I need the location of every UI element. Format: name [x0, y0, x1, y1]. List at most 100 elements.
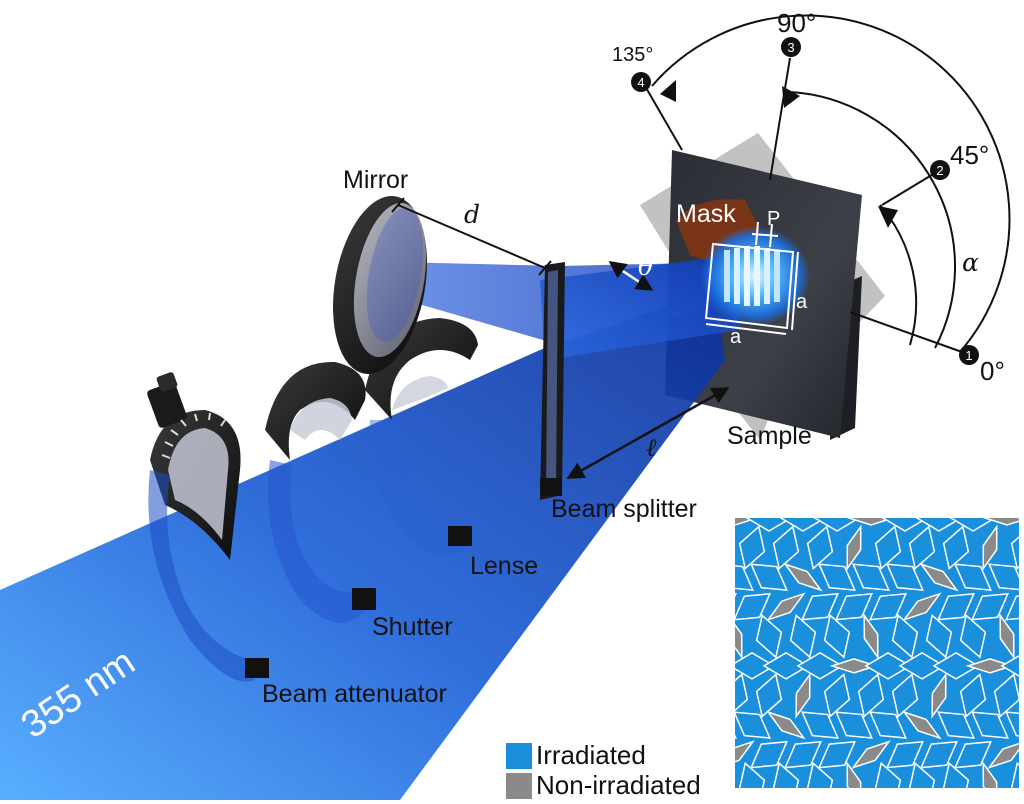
tile-rhombus — [937, 592, 975, 621]
legend-swatch-irradiated — [506, 742, 532, 769]
mirror-label: Mirror — [343, 166, 409, 194]
tile-rhombus — [1010, 536, 1019, 570]
pattern-inset — [706, 467, 1019, 788]
tile-rhombus — [818, 740, 856, 769]
legend-label-non-irradiated: Non-irradiated — [536, 770, 701, 800]
sample-label: Sample — [727, 422, 812, 450]
tile-group — [706, 467, 1019, 788]
tile-rhombus — [886, 740, 924, 769]
svg-text:4: 4 — [637, 75, 644, 90]
tile-rhombus — [1017, 518, 1019, 519]
tile-rhombus — [801, 592, 839, 621]
tile-rhombus — [1010, 761, 1019, 788]
theta-label: θ — [638, 252, 654, 281]
tile-rhombus — [706, 467, 731, 509]
tile-rhombus — [937, 711, 975, 739]
tile-rhombus — [857, 673, 885, 718]
angle-marker-1: 1 — [959, 345, 979, 365]
tile-rhombus — [982, 524, 998, 571]
tile-rhombus — [999, 613, 1015, 660]
tile-rhombus — [772, 761, 800, 788]
distance-d-line — [397, 204, 546, 269]
tile-rhombus — [919, 562, 959, 592]
tile-rhombus — [954, 740, 992, 769]
lense-label: Lense — [470, 552, 539, 580]
tile-rhombus — [932, 652, 980, 680]
tile-rhombus — [931, 672, 947, 719]
tile-rhombus — [735, 711, 771, 739]
tile-rhombus — [779, 518, 827, 532]
side-a-right-label: a — [796, 291, 808, 313]
legend-non-irradiated: Non-irradiated — [506, 770, 701, 801]
tile-rhombus — [959, 673, 987, 718]
tile-rhombus — [829, 658, 879, 674]
tile-rhombus — [863, 613, 879, 660]
angle-marker-4: 4 — [631, 72, 651, 92]
tile-rhombus — [796, 652, 844, 680]
tile-rhombus — [806, 525, 834, 570]
legend-label-irradiated: Irradiated — [536, 740, 646, 770]
tile-rhombus — [908, 525, 936, 570]
tile-rhombus — [735, 565, 754, 591]
tile-rhombus — [978, 467, 1003, 509]
legend-swatch-non-irradiated — [506, 772, 532, 799]
tile-rhombus — [891, 673, 919, 718]
tile-rhombus — [1005, 711, 1019, 737]
tile-rhombus — [755, 673, 783, 718]
tile-rhombus — [735, 673, 749, 712]
tile-rhombus — [772, 525, 800, 570]
shutter — [265, 361, 376, 623]
tile-rhombus — [766, 710, 806, 740]
tile-rhombus — [808, 467, 833, 509]
theta-arc — [608, 260, 654, 292]
svg-text:3: 3 — [787, 40, 794, 55]
angle-marker-3: 3 — [781, 37, 801, 57]
shutter-label: Shutter — [372, 613, 453, 641]
tile-rhombus — [735, 734, 737, 739]
tile-rhombus — [944, 467, 969, 509]
tile-rhombus — [823, 673, 851, 718]
alpha-label: α — [962, 248, 979, 277]
tile-rhombus — [846, 760, 862, 788]
angle-0-label: 0° — [980, 356, 1005, 386]
mask-label: Mask — [676, 200, 736, 228]
tile-rhombus — [783, 562, 823, 592]
tile-rhombus — [851, 740, 891, 770]
tile-rhombus — [949, 518, 997, 532]
tile-rhombus — [755, 613, 783, 659]
tile-rhombus — [971, 711, 1009, 739]
tile-rhombus — [740, 467, 765, 509]
tile-rhombus — [864, 652, 912, 680]
beam-attenuator — [147, 372, 269, 682]
tile-rhombus — [823, 613, 851, 659]
tile-rhombus — [920, 740, 958, 769]
tile-rhombus — [750, 563, 788, 591]
tile-rhombus — [813, 518, 861, 532]
tile-rhombus — [846, 524, 862, 571]
tile-rhombus — [886, 563, 924, 591]
tile-rhombus — [835, 592, 873, 621]
angle-90-label: 90° — [777, 8, 817, 38]
rotation-arcs — [644, 14, 1011, 353]
tile-rhombus — [908, 761, 936, 788]
tile-rhombus — [1000, 654, 1019, 677]
tile-rhombus — [876, 467, 901, 509]
tile-rhombus — [869, 711, 907, 739]
tile-rhombus — [801, 711, 839, 739]
distance-l-arrow — [566, 386, 730, 480]
tile-rhombus — [735, 592, 771, 621]
period-p-label: P — [767, 208, 781, 230]
direct-beam-arm — [540, 255, 740, 360]
tile-rhombus — [959, 613, 987, 659]
period-bracket — [751, 233, 779, 237]
tile-rhombus — [942, 525, 970, 570]
tile-rhombus — [869, 592, 907, 621]
tile-rhombus — [988, 563, 1019, 591]
tile-rhombus — [738, 525, 766, 570]
mirror — [333, 196, 427, 374]
beam-splitter — [540, 262, 565, 500]
tile-rhombus — [762, 652, 810, 680]
tile-rhombus — [745, 518, 793, 532]
tile-rhombus — [789, 613, 817, 659]
